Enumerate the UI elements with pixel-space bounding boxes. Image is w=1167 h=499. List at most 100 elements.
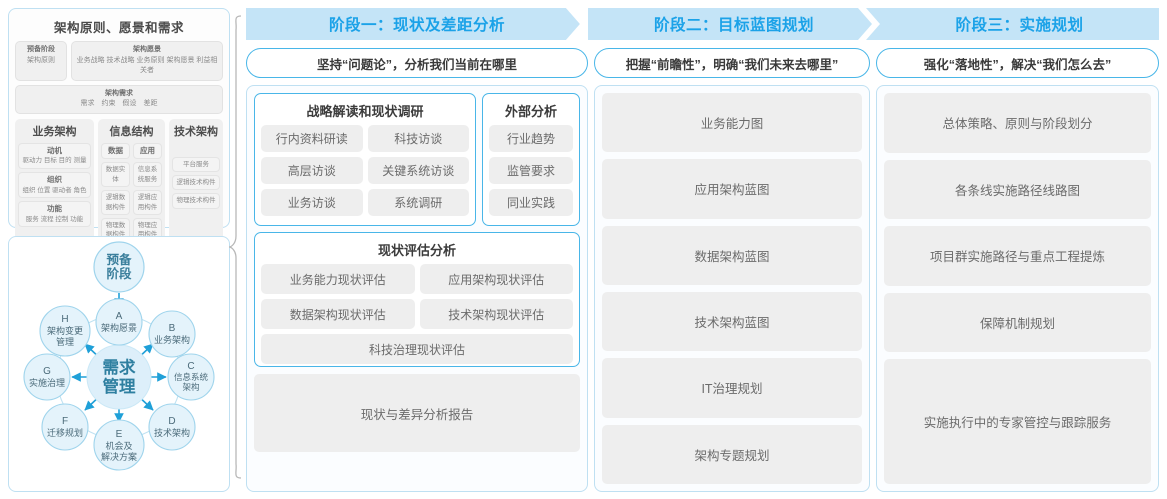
- phase-3-body: 总体策略、原则与阶段划分 各条线实施路径线路图 项目群实施路径与重点工程提炼 保…: [876, 85, 1159, 492]
- chip-item[interactable]: 实施执行中的专家管控与跟踪服务: [884, 359, 1151, 485]
- svg-text:F: F: [62, 416, 68, 427]
- adm-node-a: A 架构愿景: [95, 298, 143, 346]
- chip-item-governance-assessment[interactable]: 科技治理现状评估: [261, 334, 573, 364]
- chip-item[interactable]: 应用架构现状评估: [419, 264, 573, 294]
- svg-text:技术架构: 技术架构: [154, 427, 190, 438]
- chip-item[interactable]: IT治理规划: [602, 358, 862, 418]
- chip-item[interactable]: 各条线实施路径线路图: [884, 159, 1151, 220]
- phase-2-header-text: 阶段二：目标蓝图规划: [653, 17, 814, 34]
- chip-item[interactable]: 业务访谈: [261, 189, 363, 216]
- svg-text:业务架构: 业务架构: [154, 334, 190, 345]
- chip-item[interactable]: 关键系统访谈: [367, 157, 469, 184]
- chip-item[interactable]: 高层访谈: [261, 157, 363, 184]
- block-head: 数据: [108, 145, 123, 155]
- svg-text:B: B: [169, 323, 176, 334]
- data-head-box: 数据: [101, 142, 130, 160]
- chip-item[interactable]: 数据架构蓝图: [602, 225, 862, 285]
- adm-node-preliminary: 预备 阶段: [93, 241, 145, 293]
- chip-item[interactable]: 科技访谈: [367, 125, 469, 152]
- togaf-cell-preliminary: 预备阶段 架构原则: [15, 41, 67, 81]
- togaf-business-block-motivation: 动机 驱动力 目标 目的 测量: [18, 142, 91, 169]
- group-strategy-research-title: 战略解读和现状调研: [306, 104, 424, 119]
- togaf-row-requirements: 架构需求 需求 约束 假设 差距: [15, 84, 223, 114]
- phase-1-header: 阶段一：现状及差距分析: [246, 8, 588, 40]
- chip-item[interactable]: 行业趋势: [489, 125, 573, 152]
- group-strategy-research-items: 行内资料研读 科技访谈 高层访谈 关键系统访谈 业务访谈 系统调研: [261, 125, 469, 216]
- togaf-cell-vision-items: 业务战略 技术战略 业务原则 架构愿景 利益相关者: [76, 56, 218, 75]
- chip-item[interactable]: 业务能力图: [602, 93, 862, 153]
- block-items: 物理技术构件: [176, 197, 216, 205]
- phase-2-banner: 把握“前瞻性”，明确“我们未来去哪里”: [594, 48, 870, 78]
- svg-text:H: H: [61, 314, 68, 325]
- chip-item[interactable]: 同业实践: [489, 189, 573, 216]
- phase-1-report-row: 现状与差异分析报告: [254, 374, 580, 452]
- svg-text:迁移规划: 迁移规划: [47, 427, 83, 438]
- togaf-business-block-organization: 组织 组织 位置 驱动者 角色: [18, 171, 91, 199]
- phase-2-header: 阶段二：目标蓝图规划: [588, 8, 880, 40]
- adm-center-requirements-management: 需求 管理: [86, 344, 152, 410]
- phase-2-body: 业务能力图 应用架构蓝图 数据架构蓝图 技术架构蓝图 IT治理规划 架构专题规划: [594, 85, 870, 492]
- svg-text:实施治理: 实施治理: [29, 377, 65, 388]
- togaf-information-application-column: 应用 信息系统服务 逻辑应用构件 物理应用构件: [133, 142, 162, 243]
- chip-item[interactable]: 业务能力现状评估: [261, 264, 415, 294]
- togaf-cell-preliminary-head: 预备阶段: [27, 46, 55, 53]
- logical-data-component-box: 逻辑数据构件: [101, 190, 130, 216]
- svg-text:管理: 管理: [56, 336, 74, 347]
- chip-item[interactable]: 行内资料研读: [261, 125, 363, 152]
- adm-node-e: E 机会及 解决方案: [93, 419, 145, 471]
- grouping-bracket: [228, 15, 242, 479]
- svg-text:E: E: [116, 429, 123, 440]
- block-head: 组织: [47, 174, 62, 184]
- togaf-cell-preliminary-items: 架构原则: [27, 56, 55, 64]
- block-head: 功能: [47, 204, 62, 214]
- chip-item[interactable]: 保障机制规划: [884, 292, 1151, 353]
- togaf-adm-cycle-card: 预备 阶段 需求 管理 A 架构愿景 B: [8, 236, 230, 492]
- chip-item[interactable]: 项目群实施路径与重点工程提炼: [884, 226, 1151, 286]
- svg-text:信息系统: 信息系统: [174, 372, 209, 382]
- adm-node-g: G 实施治理: [23, 353, 71, 401]
- svg-text:G: G: [43, 366, 51, 377]
- application-head-box: 应用: [133, 142, 162, 160]
- block-items: 逻辑数据构件: [105, 194, 126, 211]
- togaf-row-principles-vision: 预备阶段 架构原则 架构愿景 业务战略 技术战略 业务原则 架构愿景 利益相关者: [15, 41, 223, 81]
- togaf-business-block-function: 功能 服务 流程 控制 功能: [18, 201, 91, 228]
- adm-node-c: C 信息系统 架构: [167, 353, 215, 401]
- togaf-domain-technology-title: 技术架构: [174, 125, 218, 138]
- svg-text:架构: 架构: [182, 382, 199, 392]
- phase-2-item-list: 业务能力图 应用架构蓝图 数据架构蓝图 技术架构蓝图 IT治理规划 架构专题规划: [602, 93, 862, 484]
- togaf-domain-business: 业务架构 动机 驱动力 目标 目的 测量 组织 组织 位置 驱动者 角色 功能 …: [15, 118, 94, 246]
- platform-service-box: 平台服务: [172, 156, 220, 172]
- chip-item[interactable]: 技术架构现状评估: [419, 299, 573, 329]
- left-reference-column: 架构原则、愿景和需求 预备阶段 架构原则 架构愿景 业务战略 技术战略 业务原则…: [8, 8, 230, 492]
- block-items: 组织 位置 驱动者 角色: [22, 186, 87, 194]
- togaf-domain-business-title: 业务架构: [32, 125, 77, 138]
- chip-gap-analysis-report[interactable]: 现状与差异分析报告: [254, 374, 580, 452]
- togaf-cell-vision: 架构愿景 业务战略 技术战略 业务原则 架构愿景 利益相关者: [71, 41, 223, 81]
- chip-item[interactable]: 系统调研: [367, 189, 469, 216]
- svg-text:阶段: 阶段: [106, 266, 132, 281]
- group-strategy-research: 战略解读和现状调研 行内资料研读 科技访谈 高层访谈 关键系统访谈 业务访谈 系…: [254, 93, 476, 226]
- phase-3-header: 阶段三：实施规划: [880, 8, 1159, 40]
- chip-item[interactable]: 总体策略、原则与阶段划分: [884, 93, 1151, 153]
- group-external-analysis-title: 外部分析: [504, 104, 557, 119]
- svg-text:C: C: [187, 361, 194, 372]
- phase-1-header-text: 阶段一：现状及差距分析: [328, 17, 505, 34]
- svg-text:解决方案: 解决方案: [101, 451, 137, 462]
- chip-item[interactable]: 架构专题规划: [602, 424, 862, 484]
- chip-item[interactable]: 数据架构现状评估: [261, 299, 415, 329]
- togaf-information-data-column: 数据 数据实体 逻辑数据构件 物理数据构件: [101, 142, 130, 243]
- adm-node-h: H 架构变更 管理: [39, 305, 91, 357]
- block-items: 物理应用构件: [137, 222, 158, 239]
- svg-text:架构变更: 架构变更: [47, 325, 83, 336]
- svg-text:需求: 需求: [103, 357, 137, 377]
- block-items: 服务 流程 控制 功能: [25, 215, 84, 223]
- adm-node-d: D 技术架构: [148, 403, 196, 451]
- chip-item[interactable]: 技术架构蓝图: [602, 291, 862, 352]
- togaf-cell-vision-head: 架构愿景: [133, 46, 161, 53]
- chip-item[interactable]: 应用架构蓝图: [602, 159, 862, 219]
- chip-item[interactable]: 监管要求: [489, 157, 573, 184]
- togaf-domain-information-title: 信息结构: [109, 125, 154, 138]
- svg-text:A: A: [116, 311, 123, 322]
- phase-separator-chevron-1-icon: [566, 8, 588, 40]
- block-items: 逻辑应用构件: [137, 194, 158, 211]
